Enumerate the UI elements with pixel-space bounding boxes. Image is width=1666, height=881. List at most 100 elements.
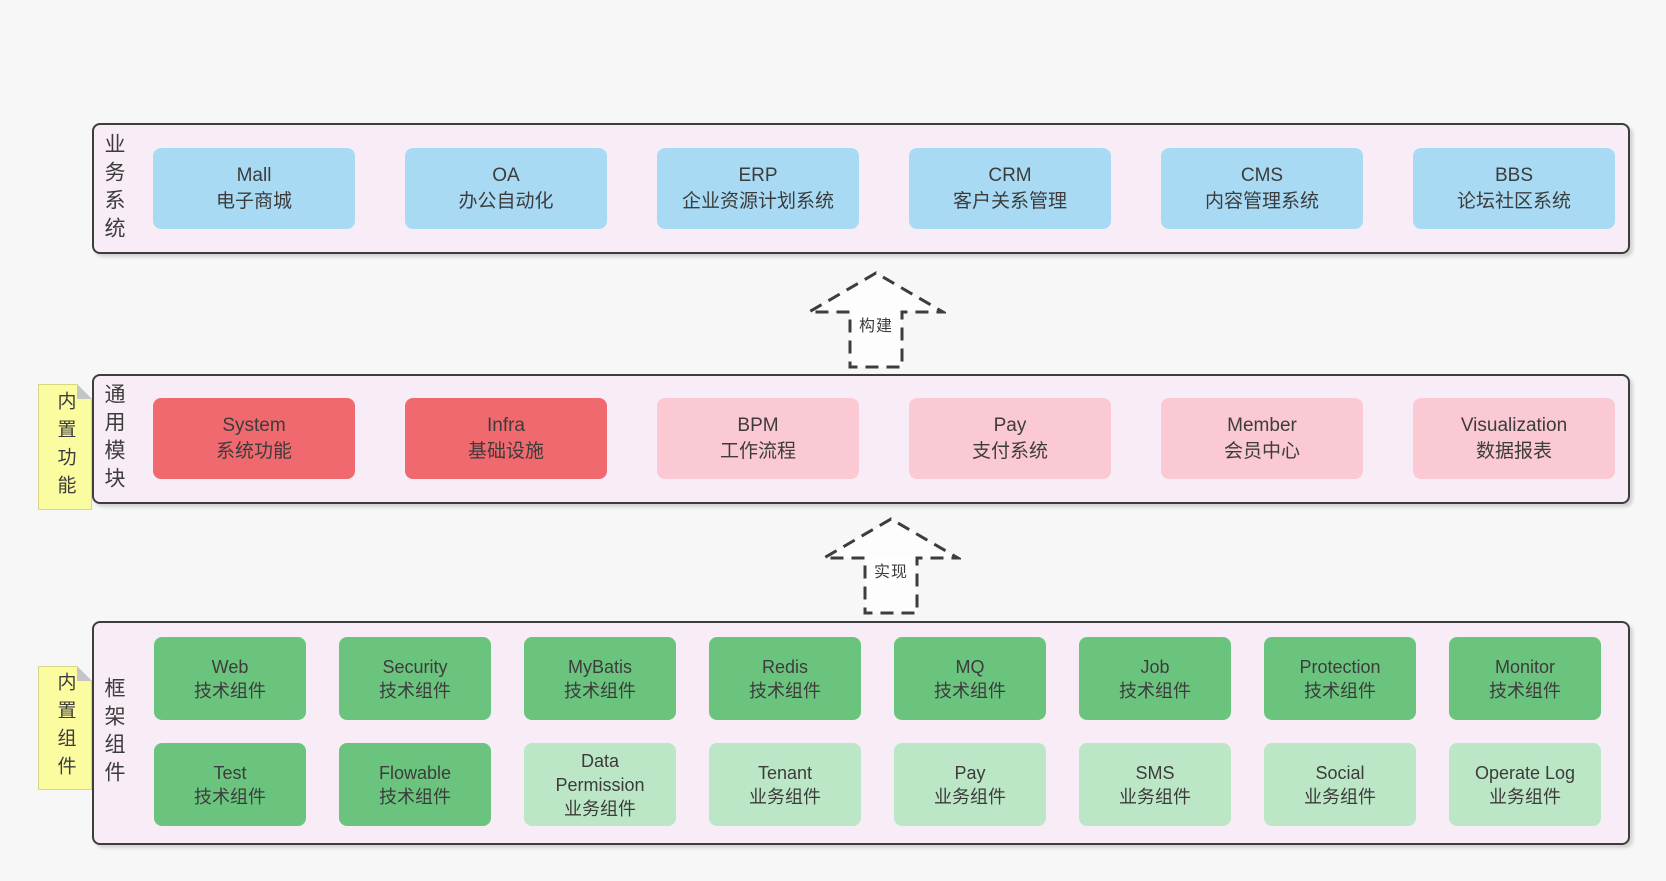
box-subtitle: 技术组件 xyxy=(1304,680,1376,701)
box-title: Test xyxy=(213,762,247,783)
box-subtitle: 数据报表 xyxy=(1475,440,1552,462)
sticky-note-text: 内置功能 xyxy=(54,391,76,503)
box-subtitle: 工作流程 xyxy=(719,440,796,462)
box-title: Security xyxy=(382,656,448,677)
panel-framework-components: 框架组件 Web 技术组件 Security 技术组件 MyBatis 技术组件… xyxy=(92,621,1630,845)
box-crm: CRM 客户关系管理 xyxy=(909,148,1111,229)
box-subtitle: 业务组件 xyxy=(564,798,636,819)
box-web: Web 技术组件 xyxy=(154,637,306,720)
box-subtitle: 技术组件 xyxy=(934,680,1006,701)
box-title: ERP xyxy=(738,164,778,186)
box-title: MyBatis xyxy=(567,656,632,677)
box-test: Test 技术组件 xyxy=(154,743,306,826)
box-subtitle: 企业资源计划系统 xyxy=(681,190,834,212)
box-mall: Mall 电子商城 xyxy=(153,148,355,229)
box-title: Monitor xyxy=(1494,656,1556,677)
box-subtitle: 业务组件 xyxy=(1119,786,1191,807)
panel-common-modules: 通用模块 System 系统功能 Infra 基础设施 BPM 工作流程 Pay… xyxy=(92,374,1630,504)
box-subtitle: 基础设施 xyxy=(467,440,544,462)
box-title: Visualization xyxy=(1460,414,1568,436)
box-subtitle: 业务组件 xyxy=(749,786,821,807)
box-title: System xyxy=(222,414,286,436)
framework-box-row-1: Web 技术组件 Security 技术组件 MyBatis 技术组件 Redi… xyxy=(154,637,1601,720)
framework-box-row-2: Test 技术组件 Flowable 技术组件 Data Permission … xyxy=(154,743,1601,826)
dashed-up-arrow-build: 构建 xyxy=(806,270,946,370)
box-title: Mall xyxy=(236,164,272,186)
box-bpm: BPM 工作流程 xyxy=(657,398,859,479)
box-title: CRM xyxy=(988,164,1032,186)
box-operate-log: Operate Log 业务组件 xyxy=(1449,743,1601,826)
box-system: System 系统功能 xyxy=(153,398,355,479)
box-erp: ERP 企业资源计划系统 xyxy=(657,148,859,229)
box-cms: CMS 内容管理系统 xyxy=(1161,148,1363,229)
sticky-note-builtin-features: 内置功能 xyxy=(38,384,92,510)
box-subtitle: 支付系统 xyxy=(971,440,1048,462)
box-subtitle: 业务组件 xyxy=(1489,786,1561,807)
box-title: SMS xyxy=(1135,762,1175,783)
box-sms: SMS 业务组件 xyxy=(1079,743,1231,826)
box-title: MQ xyxy=(955,656,985,677)
box-subtitle: 技术组件 xyxy=(379,786,451,807)
box-title: OA xyxy=(492,164,520,186)
box-subtitle: 论坛社区系统 xyxy=(1456,190,1571,212)
box-title: Member xyxy=(1227,414,1297,436)
box-subtitle: 技术组件 xyxy=(564,680,636,701)
box-monitor: Monitor 技术组件 xyxy=(1449,637,1601,720)
box-visualization: Visualization 数据报表 xyxy=(1413,398,1615,479)
box-subtitle: 技术组件 xyxy=(194,680,266,701)
panel-business-systems: 业务系统 Mall 电子商城 OA 办公自动化 ERP 企业资源计划系统 CRM… xyxy=(92,123,1630,254)
box-bbs: BBS 论坛社区系统 xyxy=(1413,148,1615,229)
box-title: Operate Log xyxy=(1474,762,1576,783)
box-title: Social xyxy=(1315,762,1365,783)
sticky-note-builtin-components: 内置组件 xyxy=(38,666,92,790)
box-subtitle: 电子商城 xyxy=(215,190,292,212)
box-security: Security 技术组件 xyxy=(339,637,491,720)
box-subtitle: 会员中心 xyxy=(1223,440,1300,462)
box-title: BBS xyxy=(1494,164,1534,186)
box-title: Protection xyxy=(1299,656,1381,677)
box-subtitle: 技术组件 xyxy=(1489,680,1561,701)
box-infra: Infra 基础设施 xyxy=(405,398,607,479)
arrow-label-implement: 实现 xyxy=(870,558,912,582)
box-subtitle: 系统功能 xyxy=(215,440,292,462)
box-title: Flowable xyxy=(378,762,452,783)
box-protection: Protection 技术组件 xyxy=(1264,637,1416,720)
box-subtitle: 办公自动化 xyxy=(458,190,554,212)
box-member: Member 会员中心 xyxy=(1161,398,1363,479)
modules-box-row: System 系统功能 Infra 基础设施 BPM 工作流程 Pay 支付系统… xyxy=(153,398,1615,479)
box-mq: MQ 技术组件 xyxy=(894,637,1046,720)
box-title: Tenant xyxy=(757,762,813,783)
box-title: Web xyxy=(211,656,249,677)
box-title: Pay xyxy=(993,414,1027,436)
box-pay: Pay 支付系统 xyxy=(909,398,1111,479)
box-title: BPM xyxy=(737,414,779,436)
box-subtitle: 技术组件 xyxy=(379,680,451,701)
box-title: Redis xyxy=(761,656,809,677)
box-job: Job 技术组件 xyxy=(1079,637,1231,720)
arrow-label-build: 构建 xyxy=(855,312,897,336)
box-redis: Redis 技术组件 xyxy=(709,637,861,720)
box-social: Social 业务组件 xyxy=(1264,743,1416,826)
box-flowable: Flowable 技术组件 xyxy=(339,743,491,826)
business-box-row: Mall 电子商城 OA 办公自动化 ERP 企业资源计划系统 CRM 客户关系… xyxy=(153,148,1615,229)
box-subtitle: 技术组件 xyxy=(194,786,266,807)
panel-label: 通用模块 xyxy=(102,383,125,495)
box-mybatis: MyBatis 技术组件 xyxy=(524,637,676,720)
box-subtitle: 业务组件 xyxy=(1304,786,1376,807)
box-tenant: Tenant 业务组件 xyxy=(709,743,861,826)
box-title: Data Permission xyxy=(555,750,645,795)
box-title: Job xyxy=(1140,656,1170,677)
sticky-note-text: 内置组件 xyxy=(54,672,76,784)
dashed-up-arrow-implement: 实现 xyxy=(821,516,961,616)
box-pay-business: Pay 业务组件 xyxy=(894,743,1046,826)
panel-label: 框架组件 xyxy=(102,677,125,789)
box-subtitle: 技术组件 xyxy=(1119,680,1191,701)
box-subtitle: 技术组件 xyxy=(749,680,821,701)
box-title: Pay xyxy=(954,762,986,783)
box-subtitle: 业务组件 xyxy=(934,786,1006,807)
box-data-permission: Data Permission 业务组件 xyxy=(524,743,676,826)
box-title: Infra xyxy=(486,414,526,436)
box-subtitle: 客户关系管理 xyxy=(952,190,1067,212)
box-subtitle: 内容管理系统 xyxy=(1204,190,1319,212)
